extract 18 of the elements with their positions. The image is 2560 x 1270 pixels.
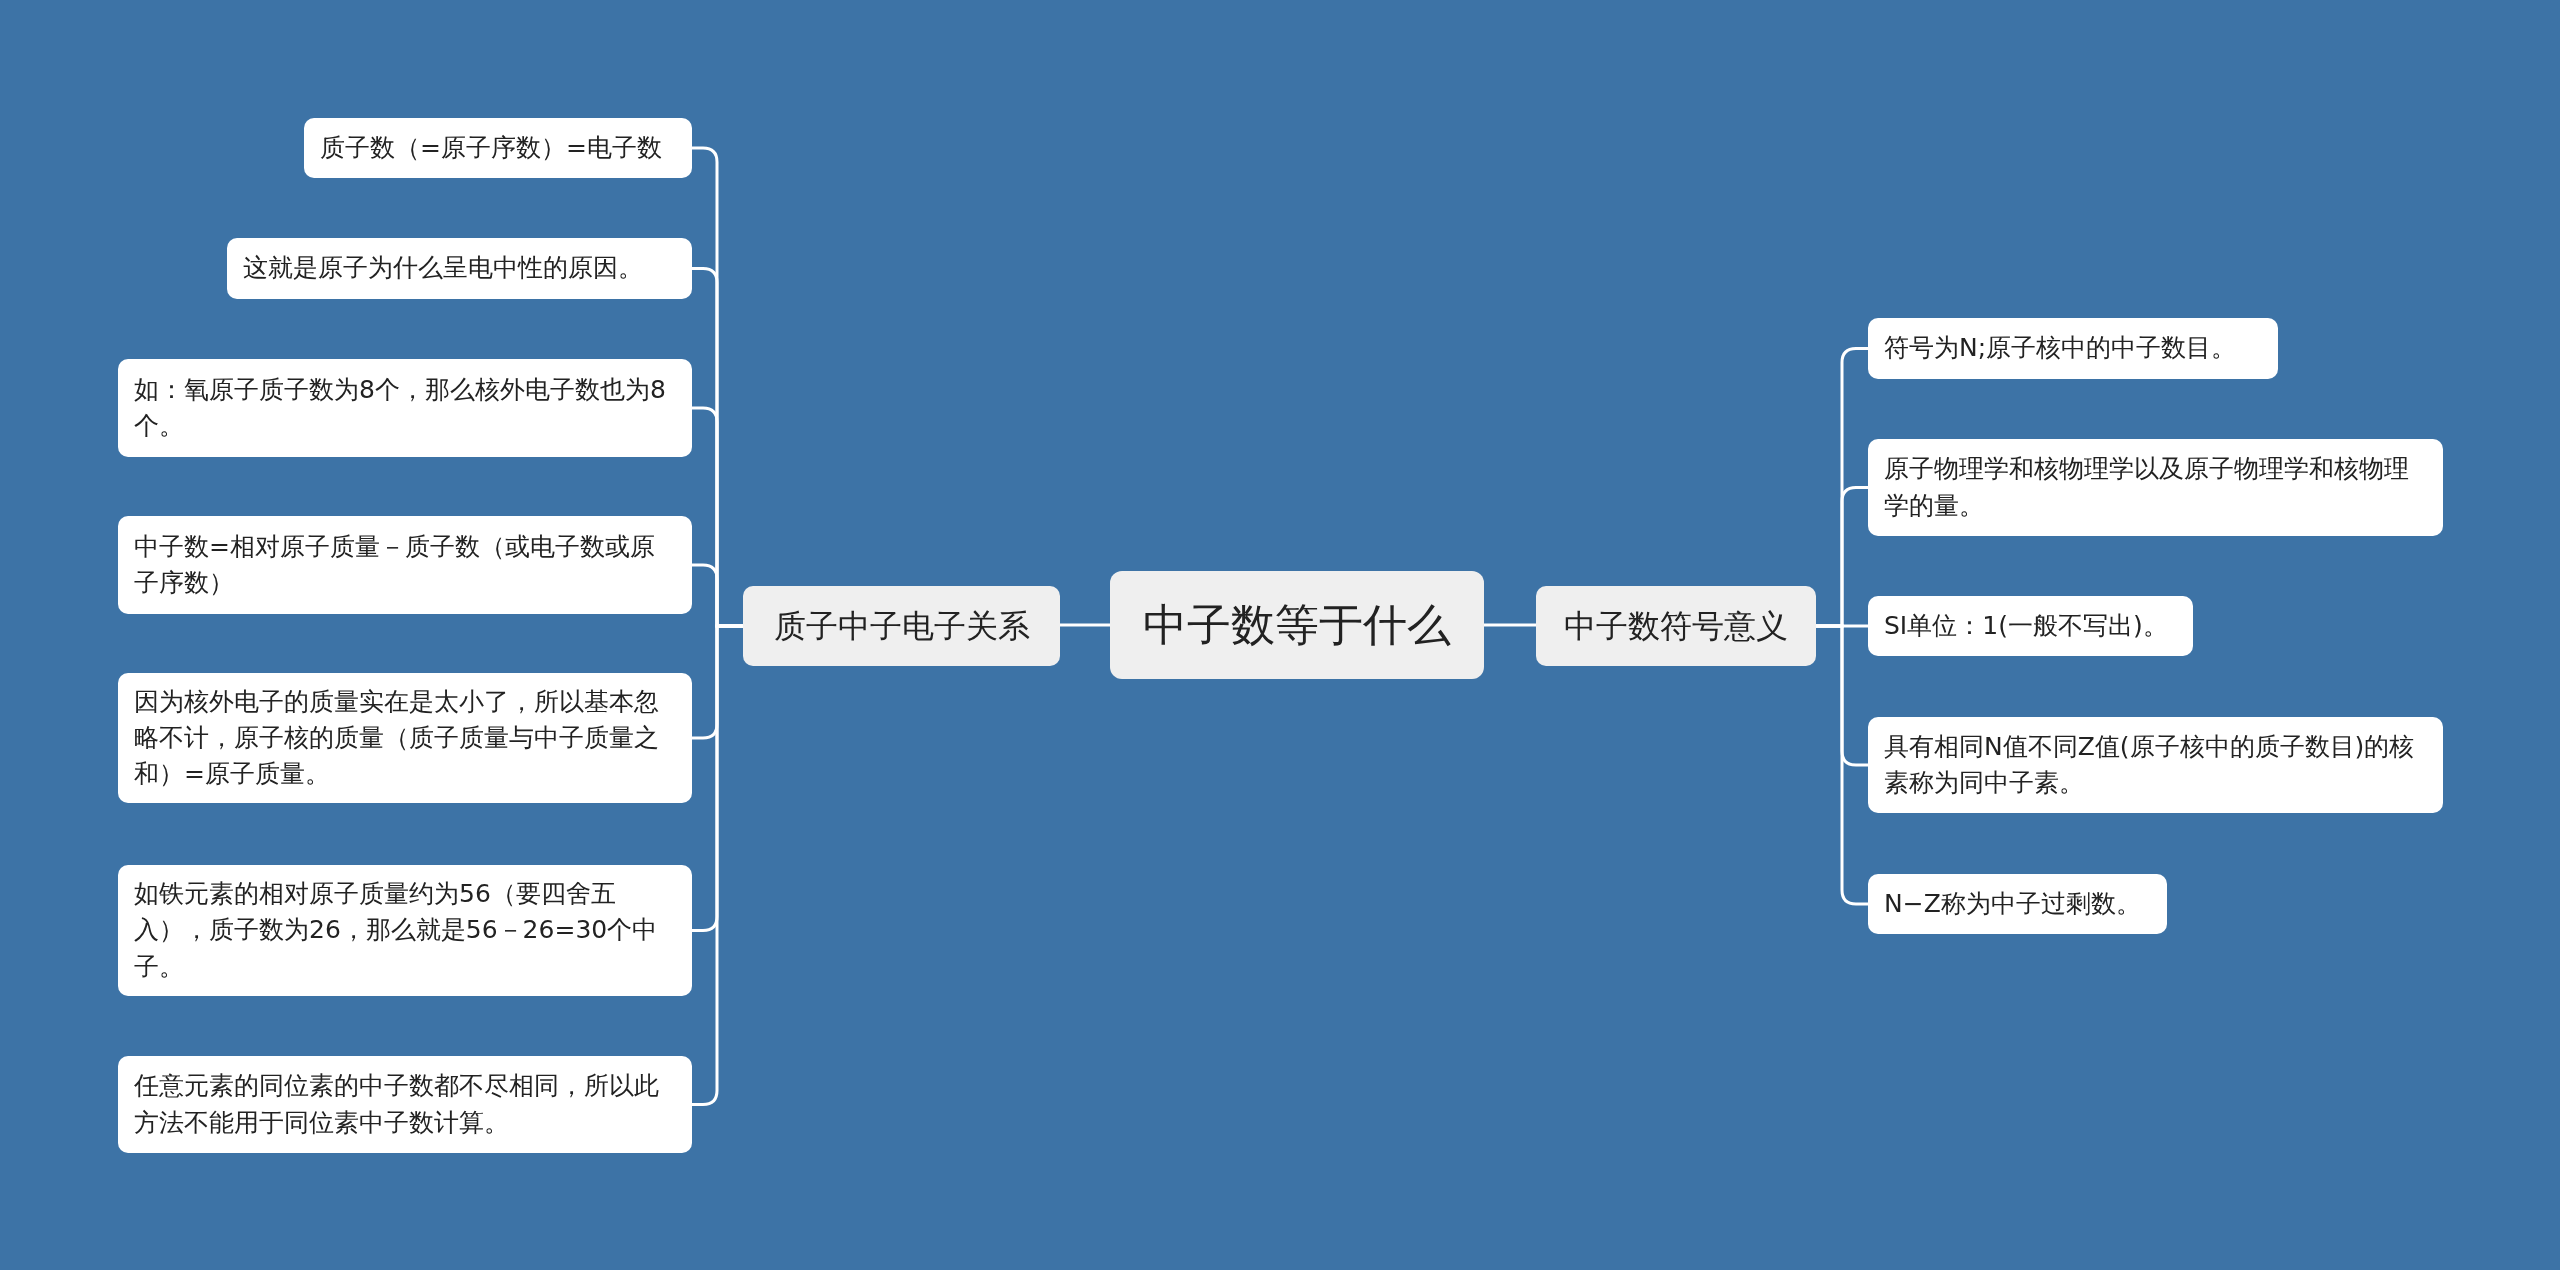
leaf-box: SI单位：1(一般不写出)。 bbox=[1868, 596, 2193, 656]
leaf-box: 中子数=相对原子质量－质子数（或电子数或原子序数） bbox=[118, 516, 692, 614]
branch-box: 质子中子电子关系 bbox=[743, 586, 1060, 666]
leaf-box: 这就是原子为什么呈电中性的原因。 bbox=[227, 238, 692, 299]
topic-box: 中子数等于什么 bbox=[1110, 571, 1484, 679]
branch-box: 中子数符号意义 bbox=[1536, 586, 1816, 666]
leaf-box: 符号为N;原子核中的中子数目。 bbox=[1868, 318, 2278, 379]
connector bbox=[1816, 624, 1868, 906]
connector bbox=[1484, 623, 1536, 627]
connector bbox=[1060, 623, 1110, 627]
leaf-box: 如：氧原子质子数为8个，那么核外电子数也为8个。 bbox=[118, 359, 692, 457]
leaf-box: 如铁元素的相对原子质量约为56（要四舍五入），质子数为26，那么就是56－26=30个中子。 bbox=[118, 865, 692, 996]
leaf-box: 具有相同N值不同Z值(原子核中的质子数目)的核素称为同中子素。 bbox=[1868, 717, 2443, 813]
leaf-box: 任意元素的同位素的中子数都不尽相同，所以此方法不能用于同位素中子数计算。 bbox=[118, 1056, 692, 1153]
leaf-box: 原子物理学和核物理学以及原子物理学和核物理学的量。 bbox=[1868, 439, 2443, 536]
leaf-box: 质子数（=原子序数）=电子数 bbox=[304, 118, 692, 178]
leaf-box: 因为核外电子的质量实在是太小了，所以基本忽略不计，原子核的质量（质子质量与中子质量之和）=原子质量。 bbox=[118, 673, 692, 803]
leaf-box: N−Z称为中子过剩数。 bbox=[1868, 874, 2167, 934]
